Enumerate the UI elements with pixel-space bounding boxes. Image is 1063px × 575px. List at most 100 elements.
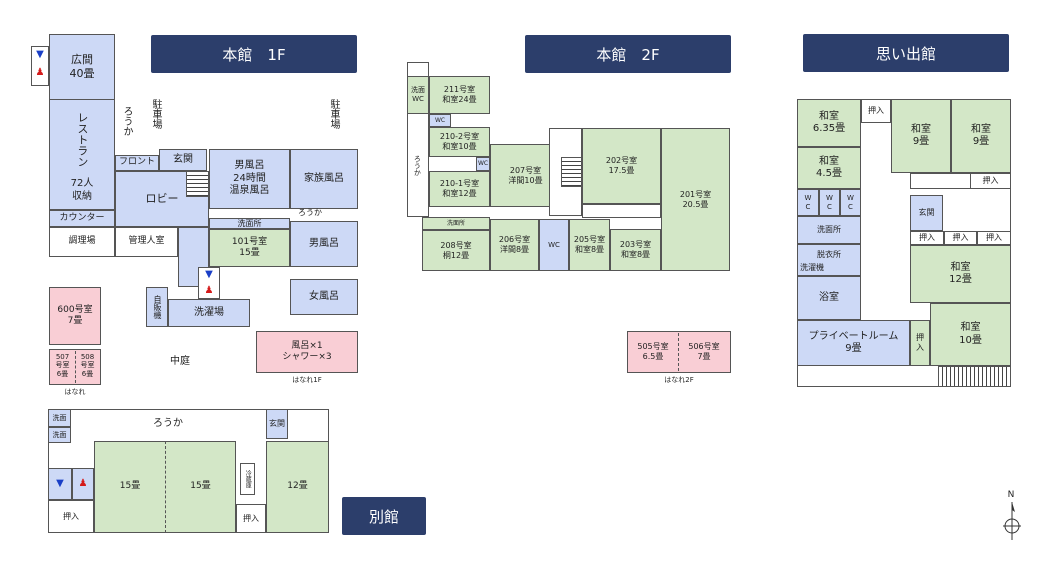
room-restaurant: レストラン 72人 収納 bbox=[49, 99, 115, 210]
label-nakaniwa: 中庭 bbox=[170, 356, 190, 367]
room-chorijo: 調理場 bbox=[49, 227, 115, 257]
room-9a: 和室 9畳 bbox=[891, 99, 951, 173]
restroom-sign bbox=[31, 46, 49, 86]
label-parking-2: 駐車場 bbox=[328, 99, 339, 129]
restroom-1f bbox=[198, 267, 220, 299]
room-205: 205号室 和室8畳 bbox=[569, 219, 610, 271]
stairs-1f bbox=[186, 171, 209, 197]
oshiire-o2: 押入 bbox=[970, 173, 1011, 189]
room-635: 和室 6.35畳 bbox=[797, 99, 861, 147]
room-sentakujo: 洗濯場 bbox=[168, 299, 250, 327]
room-201: 201号室 20.5畳 bbox=[661, 128, 730, 271]
room-genkan-o: 玄関 bbox=[910, 195, 943, 231]
room-senmenjo-o: 洗面所 bbox=[797, 216, 861, 244]
room-508: 508 号室 6畳 bbox=[80, 353, 95, 378]
rooms-505-506 bbox=[627, 331, 731, 373]
divider-505-506 bbox=[678, 333, 679, 371]
title-honkan-2f: 本館 2F bbox=[525, 35, 731, 73]
space-2f bbox=[582, 204, 661, 218]
room-front: フロント bbox=[115, 155, 159, 171]
stairs-omoide bbox=[938, 366, 1011, 387]
wc-o-2: W C bbox=[819, 189, 840, 216]
oshiire-o4: 押入 bbox=[944, 231, 977, 245]
room-203: 203号室 和室8畳 bbox=[610, 229, 661, 271]
reizouko: 冷蔵庫 bbox=[240, 463, 255, 495]
room-210-2: 210-2号室 和室10畳 bbox=[429, 127, 490, 157]
title-bekkan: 別館 bbox=[342, 497, 426, 535]
label-rouka-v: ろうか bbox=[121, 106, 132, 136]
room-genkan: 玄関 bbox=[159, 149, 207, 171]
divider-507-508 bbox=[75, 351, 76, 383]
restroom-bekkan-m bbox=[48, 468, 72, 500]
genkan-bekkan: 玄関 bbox=[266, 409, 288, 439]
vending-area: 自販機 bbox=[146, 287, 168, 327]
oshiire-b1: 押入 bbox=[48, 500, 94, 533]
wc-2f-c: WC bbox=[539, 219, 569, 271]
room-datsuijo: 脱衣所 bbox=[797, 244, 861, 276]
compass-icon bbox=[1003, 502, 1021, 540]
male-icon: ▼ bbox=[36, 49, 44, 60]
title-omoide: 思い出館 bbox=[803, 34, 1009, 72]
room-505: 505号室 6.5畳 bbox=[637, 342, 669, 361]
room-otoko: 男風呂 bbox=[290, 221, 358, 267]
label-sentakuki: 洗濯機 bbox=[800, 263, 824, 272]
room-15a: 15畳 bbox=[94, 441, 166, 533]
restroom-bekkan-f bbox=[72, 468, 94, 500]
room-onna: 女風呂 bbox=[290, 279, 358, 315]
room-208: 208号室 桐12畳 bbox=[422, 230, 490, 271]
oshiire-o6: 押 入 bbox=[910, 320, 930, 366]
room-hanare-1f: 風呂×1 シャワー×3 bbox=[256, 331, 358, 373]
room-206: 206号室 洋間8畳 bbox=[490, 219, 539, 271]
oshiire-o5: 押入 bbox=[977, 231, 1011, 245]
wc-o-3: W C bbox=[840, 189, 861, 216]
room-600: 600号室 7畳 bbox=[49, 287, 101, 345]
room-senmenjo-2f: 洗面所 bbox=[422, 217, 490, 230]
oshiire-o3: 押入 bbox=[910, 231, 944, 245]
female-icon: ♟ bbox=[35, 67, 45, 78]
room-kanrinin: 管理人室 bbox=[115, 227, 178, 257]
room-yokushitsu: 浴室 bbox=[797, 276, 861, 320]
room-senmen-wc-2f: 洗面 WC bbox=[407, 76, 429, 114]
title-honkan-1f: 本館 1F bbox=[151, 35, 357, 73]
wc-o-1: W C bbox=[797, 189, 819, 216]
oshiire-b2: 押入 bbox=[236, 504, 266, 533]
wc-2f-a: WC bbox=[429, 114, 451, 127]
room-202: 202号室 17.5畳 bbox=[582, 128, 661, 204]
room-507: 507 号室 6畳 bbox=[55, 353, 70, 378]
male-icon: ▼ bbox=[205, 269, 213, 280]
room-45: 和室 4.5畳 bbox=[797, 147, 861, 189]
male-icon: ▼ bbox=[56, 478, 64, 489]
label-rouka-2f: ろうか bbox=[413, 155, 422, 176]
label-reizouko: 冷蔵庫 bbox=[244, 470, 252, 488]
room-506: 506号室 7畳 bbox=[688, 342, 720, 361]
oshiire-o1: 押入 bbox=[861, 99, 891, 123]
room-12-o: 和室 12畳 bbox=[910, 245, 1011, 303]
label-parking-1: 駐車場 bbox=[150, 99, 161, 129]
label-jihanki: 自販機 bbox=[153, 295, 162, 319]
label-hanare-1f: はなれ1F bbox=[292, 376, 322, 384]
wc-2f-b: WC bbox=[476, 157, 490, 171]
room-counter: カウンター bbox=[49, 210, 115, 227]
female-icon: ♟ bbox=[78, 478, 88, 489]
room-otoko-onsen: 男風呂 24時間 温泉風呂 bbox=[209, 149, 290, 209]
label-hanare-small: はなれ bbox=[64, 388, 86, 396]
senmen-b1: 洗面 bbox=[48, 409, 71, 427]
label-rouka-h: ろうか bbox=[298, 208, 322, 217]
room-senmenjo-1f: 洗面所 bbox=[209, 218, 290, 229]
restaurant-capacity: 72人 収納 bbox=[70, 178, 94, 202]
room-15b: 15畳 bbox=[165, 441, 236, 533]
restaurant-label: レストラン bbox=[75, 112, 89, 167]
compass-n-label: N bbox=[1007, 490, 1015, 500]
room-12-bekkan: 12畳 bbox=[266, 441, 329, 533]
senmen-b2: 洗面 bbox=[48, 427, 71, 443]
room-private: プライベートルーム 9畳 bbox=[797, 320, 910, 366]
room-101: 101号室 15畳 bbox=[209, 229, 290, 267]
room-211: 211号室 和室24畳 bbox=[429, 76, 490, 114]
label-rouka-bekkan: ろうか bbox=[153, 418, 183, 429]
label-hanare-2f: はなれ2F bbox=[664, 376, 694, 384]
room-kazoku: 家族風呂 bbox=[290, 149, 358, 209]
room-9b: 和室 9畳 bbox=[951, 99, 1011, 173]
room-210-1: 210-1号室 和室12畳 bbox=[429, 171, 490, 207]
female-icon: ♟ bbox=[204, 285, 214, 296]
room-10-o: 和室 10畳 bbox=[930, 303, 1011, 366]
